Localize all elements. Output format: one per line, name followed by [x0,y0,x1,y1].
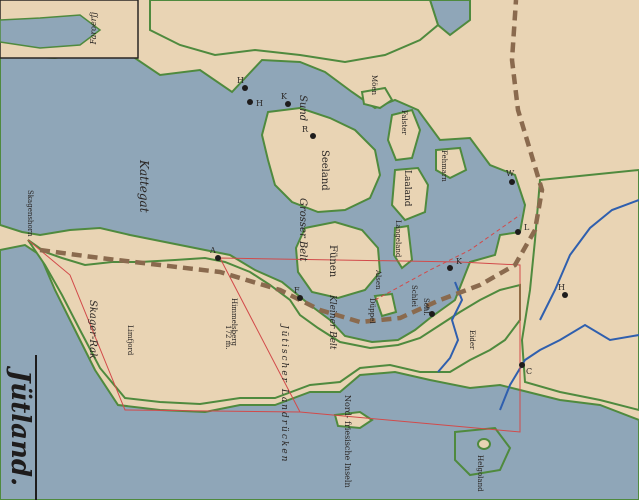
river-trave [539,199,639,321]
city-aarhus: A [209,246,221,261]
label-fuenen: Fünen [327,245,338,278]
map-title: Jütland. [5,365,35,486]
city-kiel: K [447,257,463,271]
land [27,0,639,450]
land-jutland [27,239,521,406]
land-seeland [260,106,382,214]
label-skagerrak: Skager-Rak [87,300,98,359]
city-hamburg: H [558,283,568,298]
label-langeland: Langeland [394,220,402,258]
border-1864 [27,239,521,433]
svg-text:L: L [524,223,530,232]
label-moen: Möen [370,75,378,96]
city-helsingoer: H [237,76,248,91]
label-laaland: Laaland [402,170,412,207]
label-nordfriesische-inseln: Nord- friesische Inseln [343,395,352,488]
city-wismar: W [506,169,515,185]
label-falster: Falster [400,110,408,135]
label-limfjord: Limfjord [126,325,134,356]
label-himmelsberg-height: 172 m. [224,325,232,349]
label-schlei: Schlei [410,285,418,308]
sea-helgoland [454,426,512,477]
title-block: Jütland. [5,355,37,500]
svg-text:F: F [294,286,300,295]
land-sweden [149,0,440,64]
land-falster [386,108,422,162]
label-ridge: Jütischer Landrücken [279,323,289,463]
svg-text:H: H [256,99,263,108]
land-alsen [373,292,398,318]
svg-text:K: K [456,257,463,266]
land-germany [520,168,639,412]
label-fehmarn: Fehmarn [440,150,448,182]
ridge-line [39,0,545,325]
label-alsen: Alsen [374,269,382,290]
label-seeland: Seeland [319,150,330,191]
inset-label: Faroerfj [89,11,98,45]
city-roskilde: R [302,125,316,139]
river-elbe [499,323,639,411]
city-fredericia: F [294,286,303,301]
border-eider [374,214,521,301]
cities: H H K R A F K L [209,76,568,376]
land-moen [360,86,394,110]
labels: Sund Kattegat Skager-Rak Skagenshorn Lim… [26,75,484,492]
svg-text:K: K [281,92,288,101]
svg-text:C: C [526,367,532,376]
svg-text:H: H [237,76,244,85]
label-helgoland: Helgoland [476,455,484,492]
rivers [437,199,639,411]
svg-text:A: A [209,246,216,255]
label-eider: Eider [468,330,476,350]
city-cuxhaven: C [519,362,532,376]
river-eider [437,281,464,373]
city-kopenhagen: K [281,92,291,107]
label-kleiner-belt: Kleiner Belt [327,294,337,350]
label-sund: Sund [297,95,308,121]
land-langeland [392,224,414,270]
inset-map: Faroerfj [0,0,139,59]
label-kattegat: Kattegat [137,159,151,213]
svg-text:W: W [506,169,515,178]
label-skagenshorn: Skagenshorn [26,190,34,237]
land-fehmarn [435,146,468,180]
city-schleswig: S [425,304,435,317]
label-grosser-belt: Grosser Belt [297,198,308,262]
svg-text:R: R [302,125,309,134]
city-luebeck: L [515,223,530,235]
city-helsingborg: H [247,99,263,108]
land-laaland [390,166,430,222]
label-schleswig: Schl. [422,298,430,316]
svg-text:S: S [425,304,430,312]
label-himmelsberg: Himmelsberg [230,298,238,347]
borders [27,214,521,433]
land-helgoland [477,438,491,450]
label-dueppel: Düppel [368,298,376,324]
svg-text:H: H [558,283,565,292]
